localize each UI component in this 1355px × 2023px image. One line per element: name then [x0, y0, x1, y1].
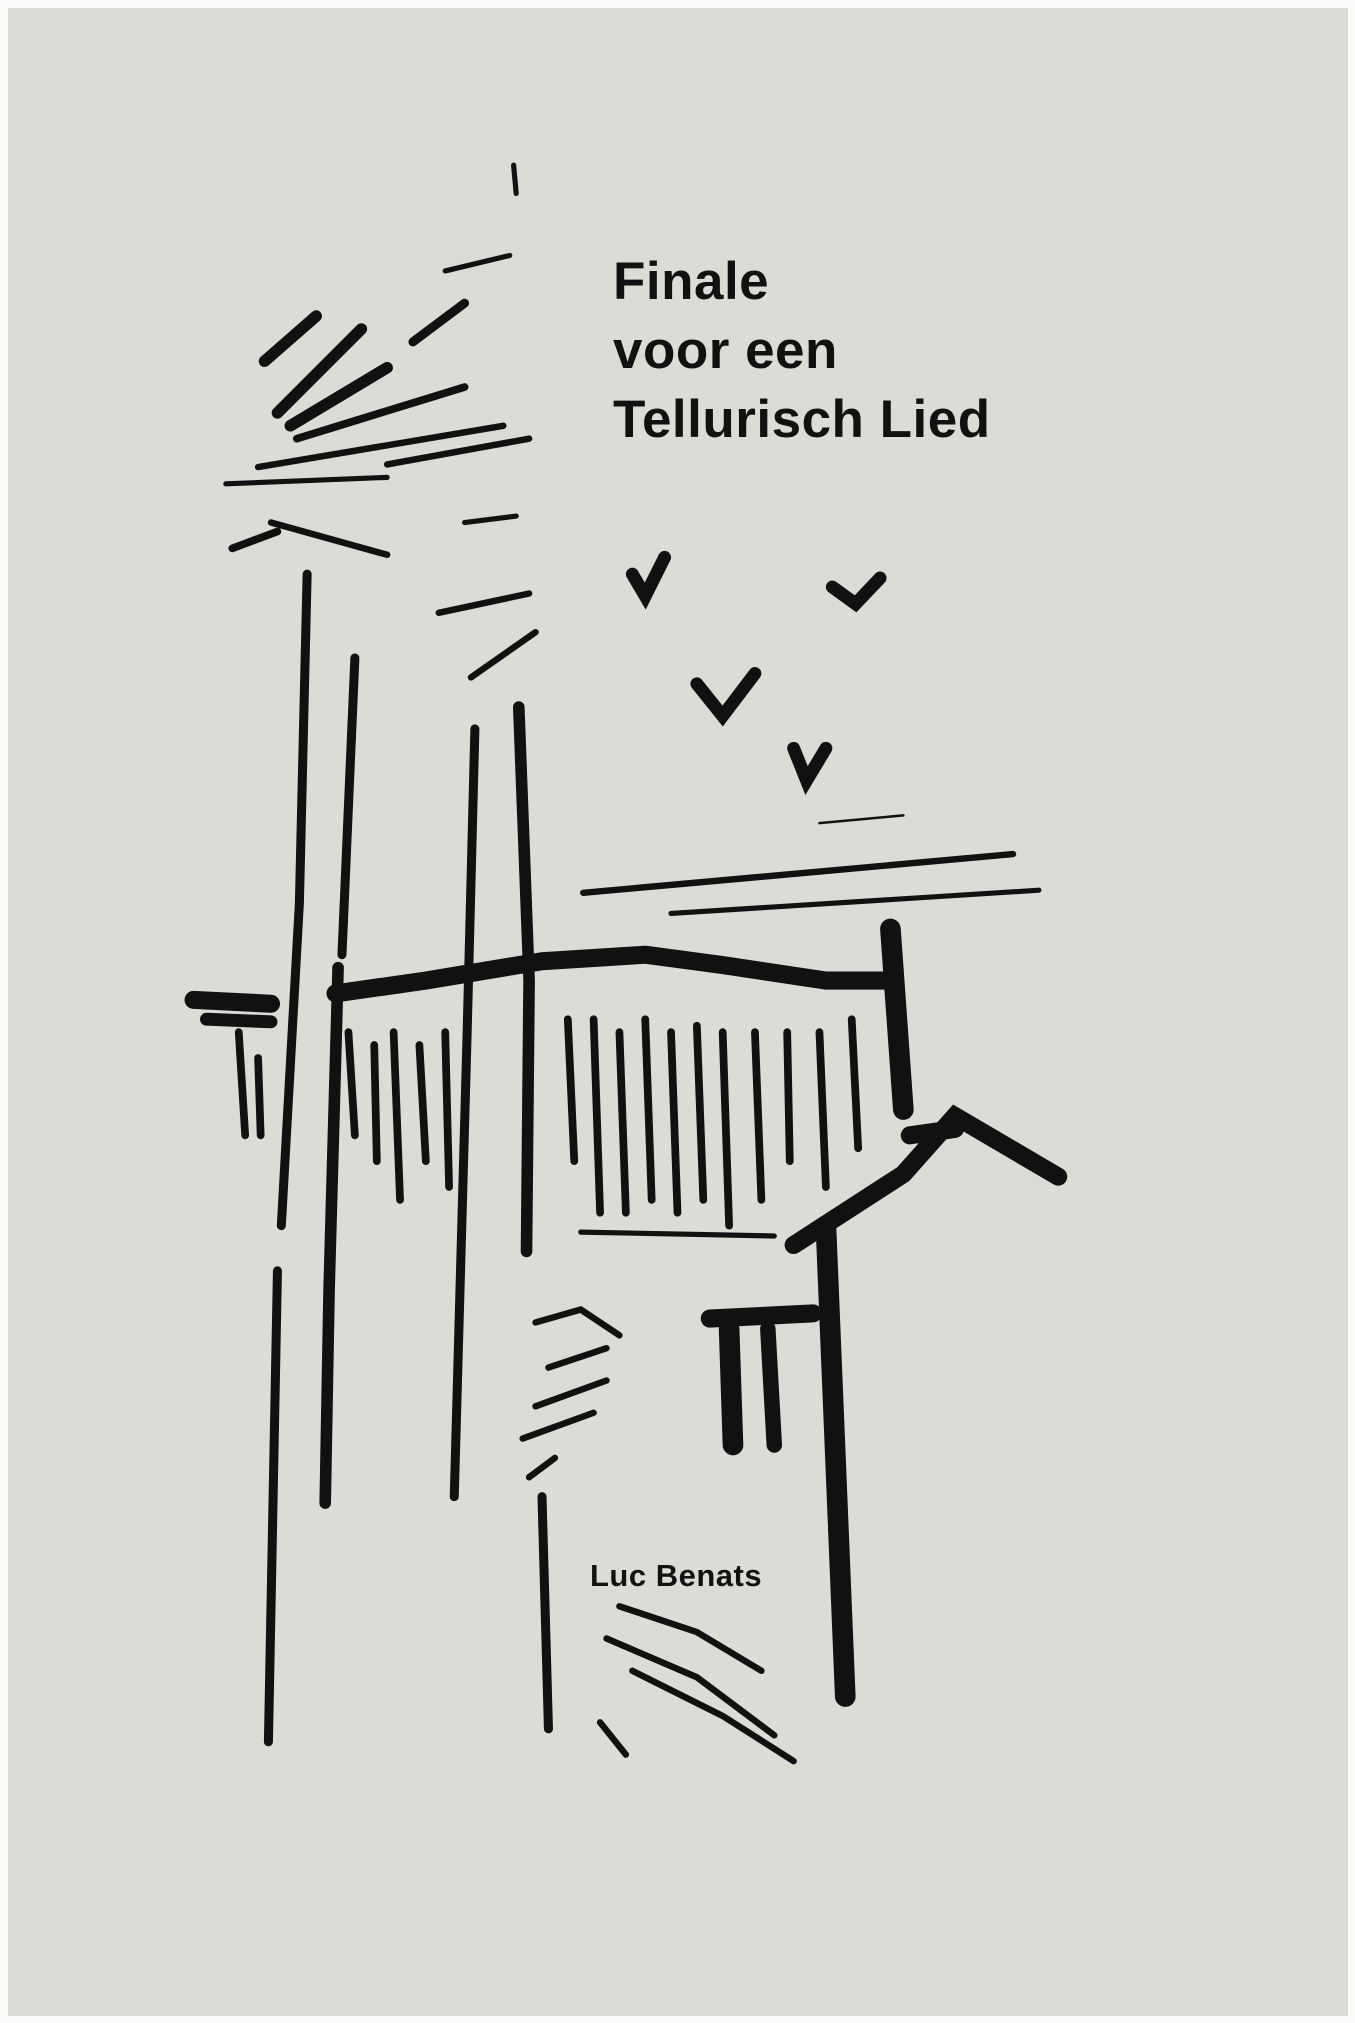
tree-trunks [263, 569, 553, 1747]
horizon-lines [580, 814, 1042, 917]
birds [625, 550, 887, 796]
hedge-strokes [234, 1015, 863, 1239]
book-title: Finale voor een Tellurisch Lied [613, 247, 991, 454]
book-cover [8, 8, 1348, 2016]
title-line: Tellurisch Lied [613, 390, 991, 449]
path-strokes [519, 1306, 797, 1765]
title-line: Finale [613, 252, 770, 311]
wall [184, 918, 914, 1120]
title-line: voor een [613, 321, 838, 380]
wind-strokes [223, 162, 539, 681]
house [700, 1104, 1068, 1707]
author-name: Luc Benats [590, 1558, 763, 1593]
